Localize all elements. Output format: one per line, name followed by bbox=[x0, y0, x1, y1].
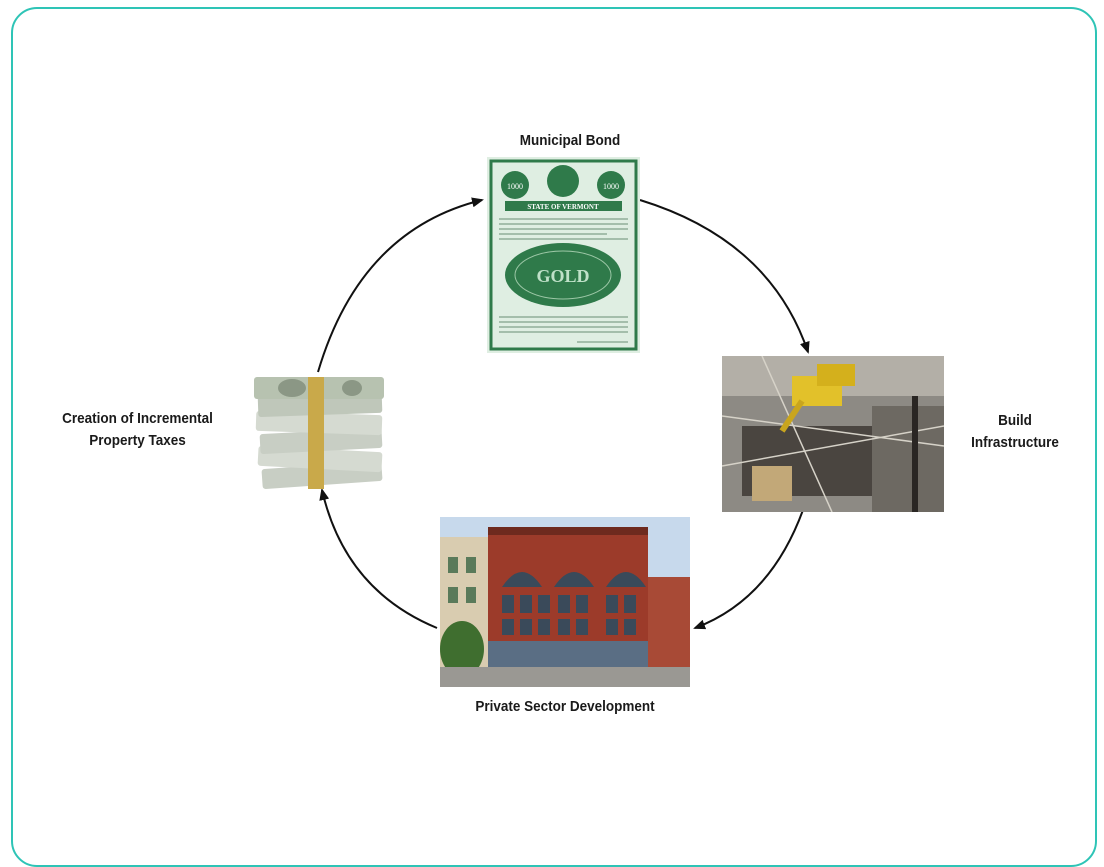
node-label-bond: Municipal Bond bbox=[519, 132, 621, 149]
construction-site-graphic bbox=[722, 356, 944, 512]
arrow-infra-to-private bbox=[693, 509, 804, 630]
municipal-bond-image: 1000 1000 STATE OF VERMONT GOLD bbox=[487, 157, 640, 353]
node-label-taxes: Creation of Incremental Property Taxes bbox=[41, 408, 235, 452]
arrow-taxes-to-bond bbox=[317, 197, 484, 373]
node-label-taxes-line1: Creation of Incremental bbox=[62, 410, 213, 427]
bond-header-text: STATE OF VERMONT bbox=[527, 203, 599, 211]
bond-certificate-graphic: 1000 1000 STATE OF VERMONT GOLD bbox=[487, 157, 640, 353]
private-sector-development-image bbox=[440, 517, 690, 687]
bond-corner-right: 1000 bbox=[603, 182, 619, 191]
money-stack-graphic bbox=[254, 377, 384, 489]
node-label-infra-line2: Infrastructure bbox=[971, 434, 1059, 451]
bond-corner-left: 1000 bbox=[507, 182, 523, 191]
incremental-property-taxes-image bbox=[248, 373, 394, 493]
node-label-infra: Build Infrastructure bbox=[957, 410, 1074, 454]
arrow-private-to-taxes bbox=[319, 488, 438, 629]
build-infrastructure-image bbox=[722, 356, 944, 512]
arrow-bond-to-infra bbox=[639, 199, 810, 354]
bond-center-text: GOLD bbox=[536, 266, 589, 286]
node-label-taxes-line2: Property Taxes bbox=[89, 432, 186, 449]
node-label-private: Private Sector Development bbox=[475, 698, 655, 715]
node-label-infra-line1: Build bbox=[998, 412, 1032, 429]
brick-building-graphic bbox=[440, 517, 690, 687]
